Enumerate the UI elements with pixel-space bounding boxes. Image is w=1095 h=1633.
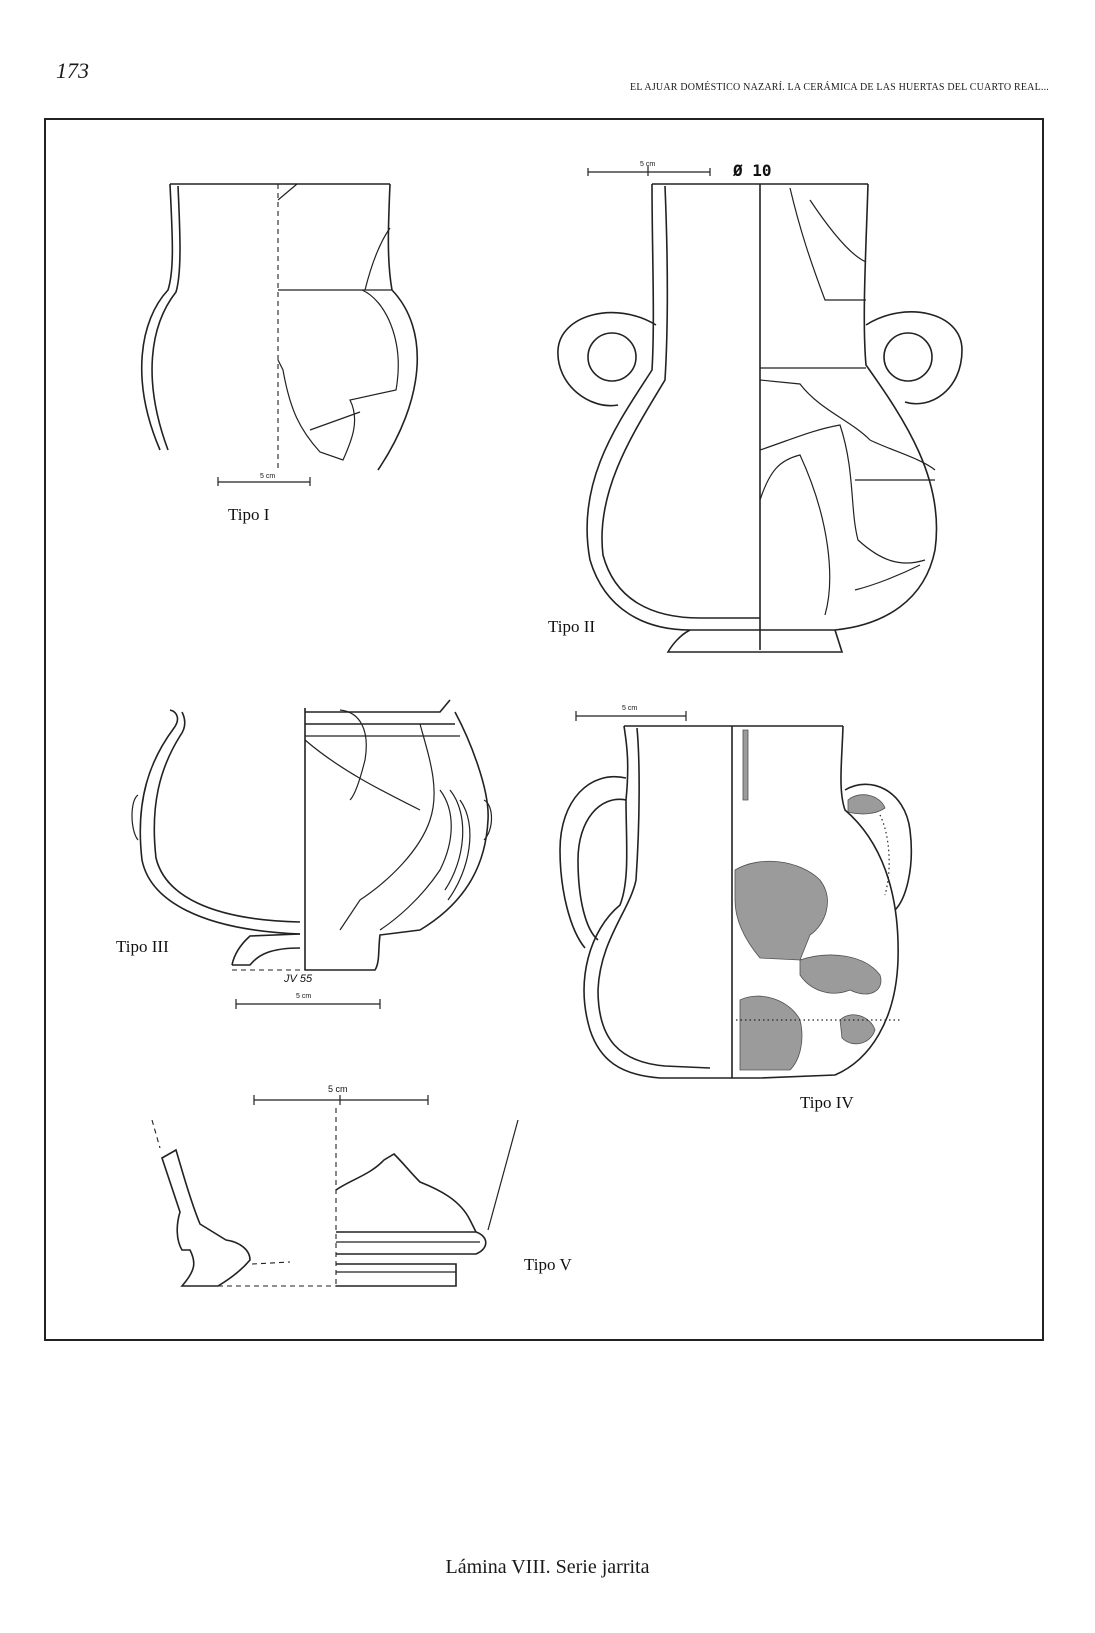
figure-label-tipo-4: Tipo IV: [800, 1093, 854, 1112]
scale-label: 5 cm: [640, 161, 655, 168]
scale-label: 5 cm: [328, 1084, 348, 1094]
vessel-tipo-1: 5 cm Tipo I: [140, 183, 419, 524]
scale-label: 5 cm: [260, 473, 275, 480]
inventory-label: JV 55: [283, 973, 313, 985]
diameter-label: Ø 10: [732, 161, 772, 180]
page-number: 173: [56, 58, 89, 83]
running-header: EL AJUAR DOMÉSTICO NAZARÍ. LA CERÁMICA D…: [630, 82, 1049, 93]
scale-label: 5 cm: [622, 705, 637, 712]
vessel-tipo-4: 5 cm Tipo IV: [559, 705, 913, 1112]
vessel-tipo-3: JV 55 5 cm Tipo III: [116, 699, 493, 1009]
plate-caption: Lámina VIII. Serie jarrita: [445, 1556, 650, 1578]
scale-label: 5 cm: [296, 993, 311, 1000]
figure-label-tipo-1: Tipo I: [228, 505, 270, 524]
figure-label-tipo-2: Tipo II: [548, 617, 595, 636]
plate-frame: [44, 118, 1044, 1341]
vessel-tipo-5: 5 cm Tipo V: [151, 1084, 572, 1287]
figure-label-tipo-5: Tipo V: [524, 1255, 572, 1274]
vessel-tipo-2: 5 cm Ø 10 Tipo II: [548, 161, 963, 653]
figure-label-tipo-3: Tipo III: [116, 937, 169, 956]
